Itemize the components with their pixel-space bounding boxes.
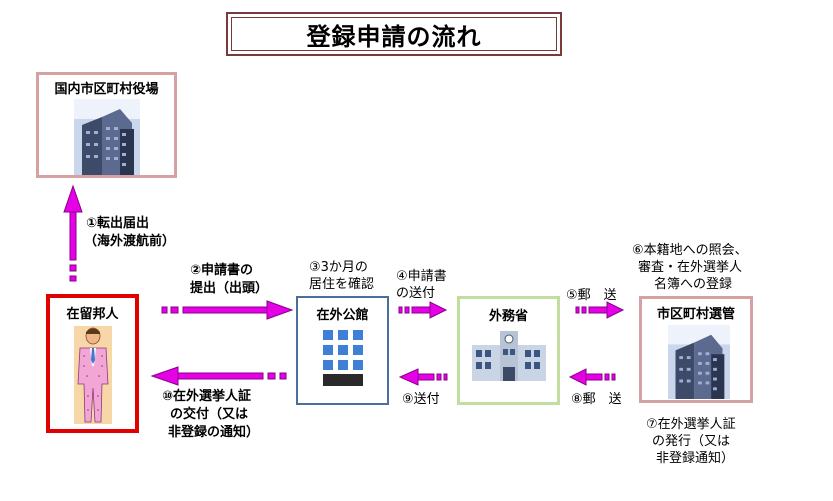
office-building-icon xyxy=(668,325,730,399)
step7-label-2: の発行（又は xyxy=(652,434,731,449)
mofa-node: 外務省 xyxy=(457,296,560,405)
blue-building-icon xyxy=(320,328,366,388)
municipal-office-label: 国内市区町村役場 xyxy=(54,82,159,97)
step10-label-2: の交付（又は xyxy=(170,407,249,422)
step9-label: ⑨送付 xyxy=(402,392,440,407)
election-board-node: 市区町村選管 xyxy=(639,296,753,403)
step3-label-2: 居住を確認 xyxy=(309,277,375,292)
person-in-suit-icon xyxy=(74,326,112,424)
arrow-step9-left xyxy=(398,368,448,386)
step2-label-2: 提出（出頭） xyxy=(190,281,269,296)
government-building-icon xyxy=(472,329,546,381)
arrow-step2-right xyxy=(161,300,294,320)
resident-node: 在留邦人 xyxy=(46,294,139,433)
diagram-title: 登録申請の流れ xyxy=(231,17,557,51)
step7-label-3: 非登録通知） xyxy=(656,451,735,466)
step2-label-1: ②申請書の xyxy=(190,263,254,278)
municipal-office-node: 国内市区町村役場 xyxy=(36,72,177,178)
step6-label-3: 名簿への登録 xyxy=(654,277,733,292)
title-box: 登録申請の流れ xyxy=(226,12,562,56)
election-board-label: 市区町村選管 xyxy=(656,307,735,322)
arrow-step8-left xyxy=(568,368,616,386)
mofa-label: 外務省 xyxy=(488,309,528,324)
arrow-step5-right xyxy=(575,301,625,319)
step1-label-2: （海外渡航前） xyxy=(84,234,176,249)
office-building-icon xyxy=(74,99,140,175)
step7-label-1: ⑦在外選挙人証 xyxy=(646,417,736,432)
step8-label: ⑧郵 送 xyxy=(571,392,622,407)
arrow-step1-up xyxy=(63,184,83,282)
step10-label-3: 非登録の通知） xyxy=(168,425,260,440)
step6-label-1: ⑥本籍地への照会、 xyxy=(632,243,748,258)
step4-label-2: の送付 xyxy=(396,286,436,301)
step10-label-1: ⑩在外選挙人証 xyxy=(162,389,252,404)
step6-label-2: 審査・在外選挙人 xyxy=(638,260,743,275)
step1-label-1: ①転出届出 xyxy=(86,216,150,231)
step3-label-1: ③3か月の xyxy=(309,260,368,275)
arrow-step4-right xyxy=(398,301,448,319)
step5-label: ⑤郵 送 xyxy=(566,288,617,303)
step4-label-1: ④申請書 xyxy=(396,269,447,284)
embassy-node: 在外公館 xyxy=(296,296,389,405)
embassy-label: 在外公館 xyxy=(316,308,369,323)
arrow-step10-left xyxy=(150,366,287,386)
resident-label: 在留邦人 xyxy=(66,307,119,322)
